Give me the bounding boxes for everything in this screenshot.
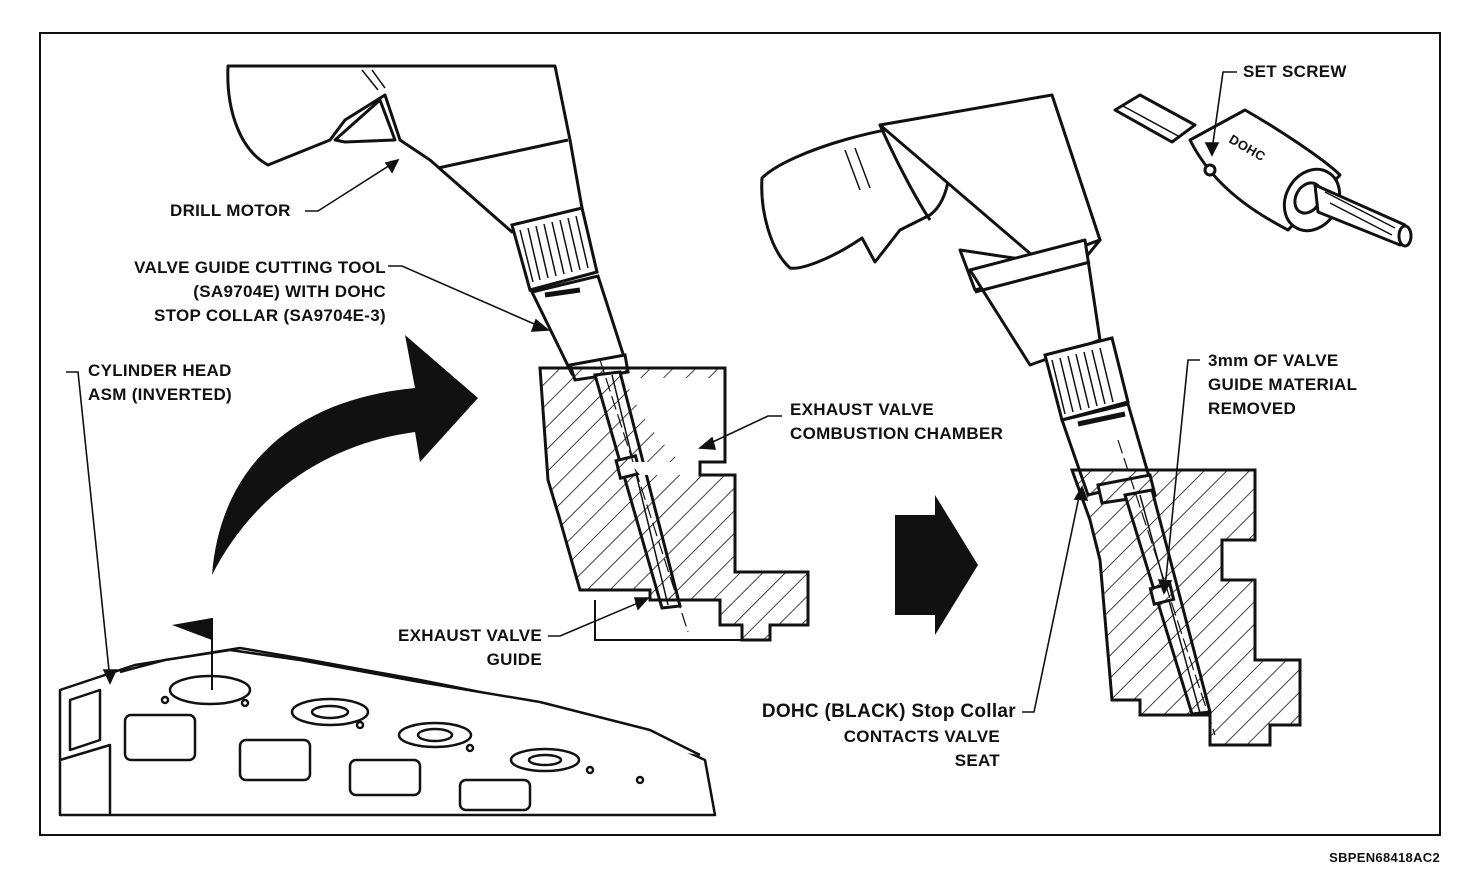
- material-removed-label-line-3: REMOVED: [1208, 399, 1297, 418]
- drill-motor-label: DRILL MOTOR: [170, 201, 291, 220]
- cylinder-head-flag: [172, 618, 213, 690]
- cylinder-head-asm: [58, 646, 717, 817]
- exhaust-guide-label-line-1: EXHAUST VALVE: [397, 626, 542, 645]
- figure-frame: [39, 32, 1441, 836]
- figure-code: SBPEN68418AC2: [1329, 850, 1440, 865]
- cutting-tool-label-line-3: STOP COLLAR (SA9704E-3): [153, 306, 386, 325]
- stop-collar-label-line-3: SEAT: [954, 751, 1000, 770]
- leader-lines: [66, 71, 1237, 713]
- cylinder-head-section-right: [1069, 468, 1302, 747]
- exhaust-chamber-label-line-2: COMBUSTION CHAMBER: [790, 424, 1004, 443]
- set-screw-label: SET SCREW: [1243, 62, 1347, 81]
- material-removed-label-line-2: GUIDE MATERIAL: [1208, 375, 1358, 394]
- cutting-tool-label-line-1: VALVE GUIDE CUTTING TOOL: [134, 258, 386, 277]
- exhaust-guide-label-line-2: GUIDE: [486, 650, 542, 669]
- cylinder-head-label-line-2: ASM (INVERTED): [88, 385, 232, 404]
- stop-collar-label-line-1: DOHC (BLACK) Stop Collar: [761, 701, 1016, 722]
- cylinder-head-label-line-1: CYLINDER HEAD: [88, 361, 232, 380]
- stop-collar-label-line-2: CONTACTS VALVE: [843, 727, 1000, 746]
- cutting-tool-label-line-2: (SA9704E) WITH DOHC: [193, 282, 386, 301]
- exhaust-chamber-label-line-1: EXHAUST VALVE: [790, 400, 935, 419]
- drill-motor-right: [760, 93, 1102, 367]
- curved-arrow: [212, 335, 478, 575]
- material-removed-label-line-1: 3mm OF VALVE: [1208, 351, 1339, 370]
- right-arrow: [895, 495, 978, 635]
- stop-collar-detail: [1113, 93, 1413, 248]
